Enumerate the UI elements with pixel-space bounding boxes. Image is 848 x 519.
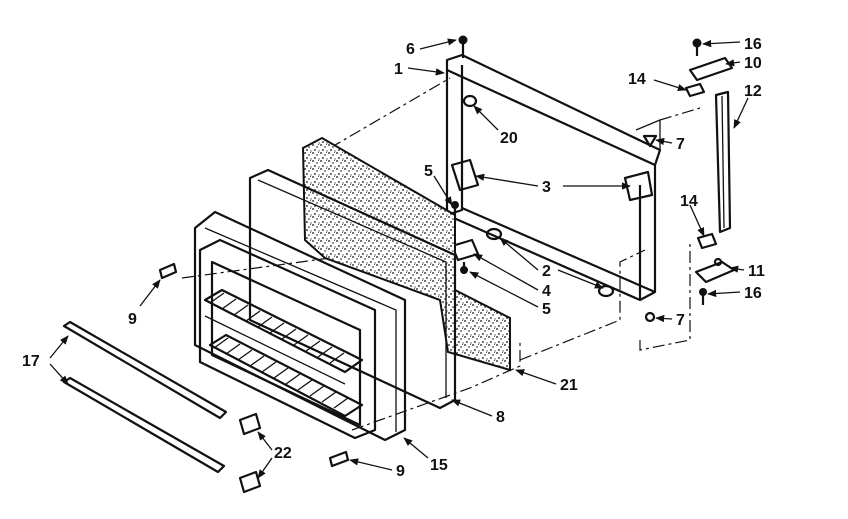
callout-10: 10 bbox=[744, 55, 762, 72]
door-liner-with-shelves bbox=[198, 238, 377, 440]
callout-21: 21 bbox=[560, 377, 578, 394]
callout-5-lower: 5 bbox=[542, 301, 551, 318]
door-handle-part-12 bbox=[714, 90, 732, 234]
callout-9-left: 9 bbox=[128, 311, 137, 328]
callout-22: 22 bbox=[274, 445, 292, 462]
callout-leaders bbox=[49, 38, 749, 479]
screws-part-9 bbox=[158, 262, 350, 468]
plug-part-20 bbox=[462, 94, 478, 108]
callout-4: 4 bbox=[542, 283, 551, 300]
shelf-bars-part-17 bbox=[62, 320, 228, 474]
callout-16-lower: 16 bbox=[744, 285, 762, 302]
callout-20: 20 bbox=[500, 130, 518, 147]
callout-2: 2 bbox=[542, 263, 551, 280]
callout-5-upper: 5 bbox=[424, 163, 433, 180]
shelf-caps-part-22 bbox=[238, 412, 262, 494]
lower-hinge-assembly bbox=[694, 232, 736, 305]
callout-3: 3 bbox=[542, 179, 551, 196]
bumpers-part-2 bbox=[485, 227, 615, 298]
callout-15: 15 bbox=[430, 457, 448, 474]
door-frame bbox=[445, 53, 662, 302]
callout-17: 17 bbox=[22, 353, 40, 370]
screws-part-7 bbox=[642, 134, 658, 323]
callout-16-upper: 16 bbox=[744, 36, 762, 53]
screw-part-6 bbox=[458, 35, 468, 58]
callout-14-lower: 14 bbox=[680, 193, 698, 210]
door-panel-part-15 bbox=[193, 210, 407, 442]
callout-7-upper: 7 bbox=[676, 136, 685, 153]
callout-7-lower: 7 bbox=[676, 312, 685, 329]
callout-labels: 6 1 20 3 5 2 4 5 7 7 16 10 14 12 14 11 1… bbox=[22, 36, 765, 480]
callout-14-upper: 14 bbox=[628, 71, 646, 88]
callout-11: 11 bbox=[748, 263, 765, 280]
insulation-panel-part-21 bbox=[301, 136, 511, 372]
callout-8: 8 bbox=[496, 409, 505, 426]
callout-1: 1 bbox=[394, 61, 403, 78]
callout-12: 12 bbox=[744, 83, 762, 100]
callout-6: 6 bbox=[406, 41, 415, 58]
callout-9-bottom: 9 bbox=[396, 463, 405, 480]
upper-hinge-assembly bbox=[684, 38, 734, 98]
